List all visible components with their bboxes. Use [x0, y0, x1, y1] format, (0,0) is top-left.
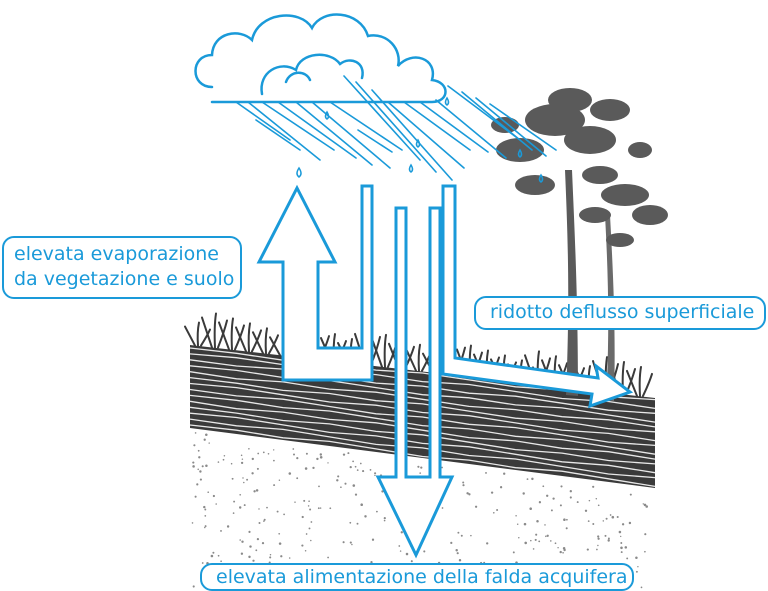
raindrops	[296, 96, 544, 183]
rain-icon	[235, 75, 557, 181]
cloud-icon	[194, 13, 447, 104]
evaporation-label-line2: da vegetazione e suolo	[14, 268, 235, 290]
evaporation-label-line1: elevata evaporazione	[14, 243, 220, 265]
tree-icon	[491, 88, 668, 401]
runoff-arrow-icon	[441, 184, 634, 409]
infiltration-arrow-icon	[375, 206, 455, 559]
evaporation-arrow-icon	[256, 184, 374, 382]
evaporation-label: elevata evaporazione da vegetazione e su…	[2, 236, 242, 299]
recharge-label: elevata alimentazione della falda acquif…	[200, 563, 634, 591]
runoff-label: ridotto deflusso superficiale	[474, 296, 766, 330]
